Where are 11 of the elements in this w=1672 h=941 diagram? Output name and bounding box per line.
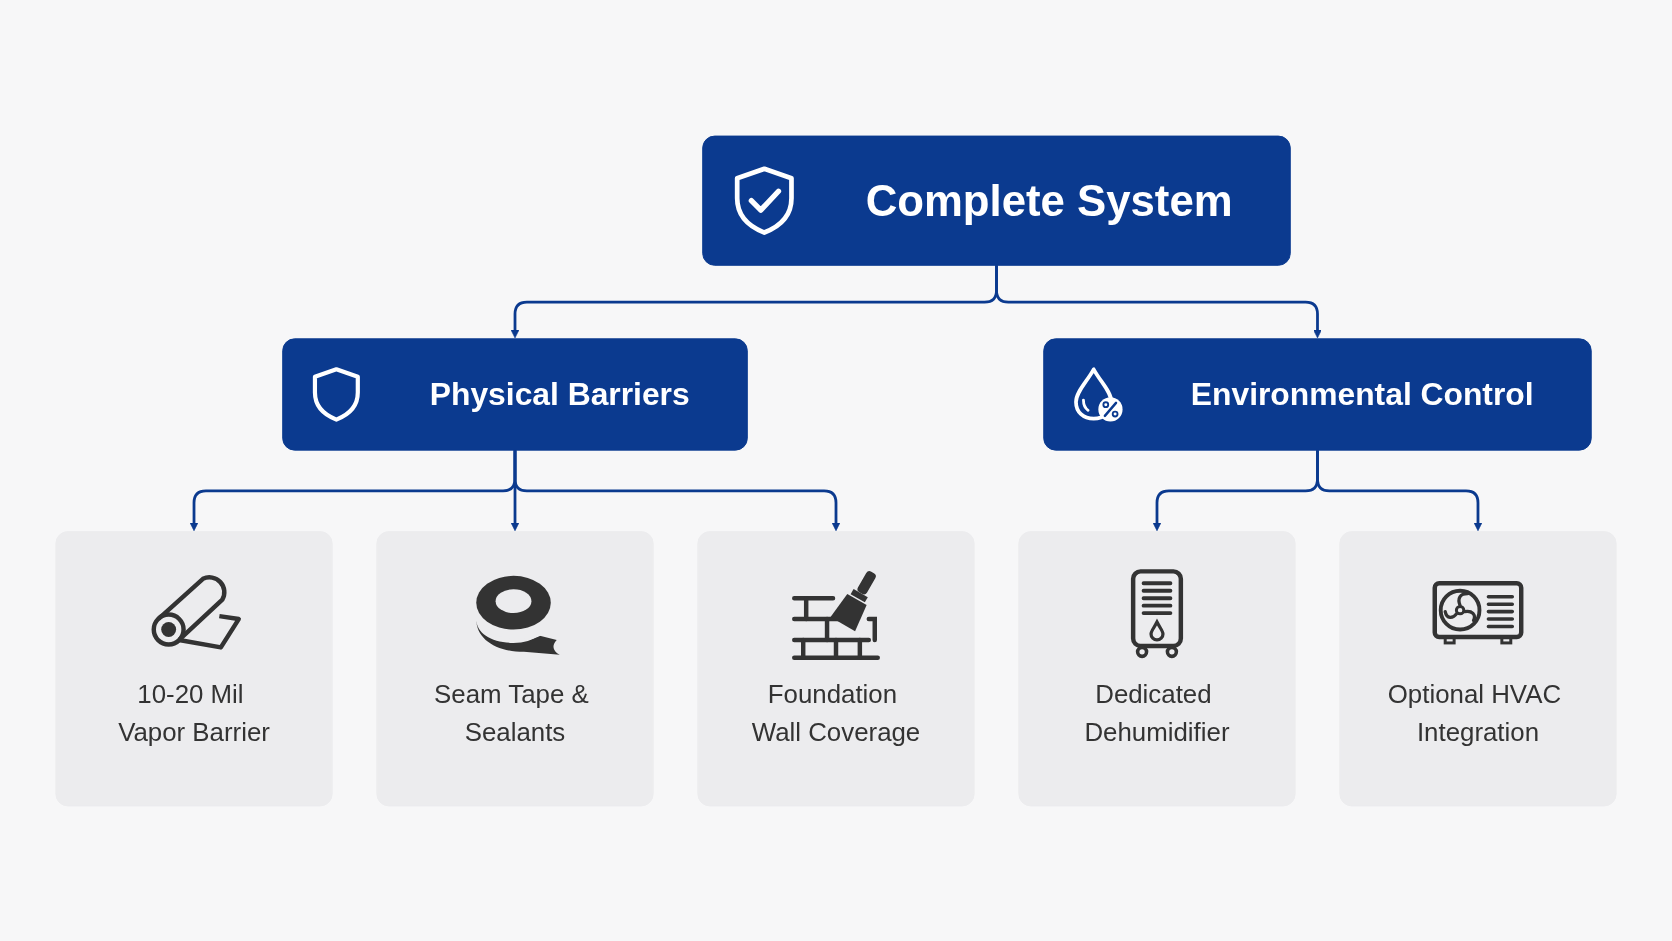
- node-box: Seam Tape & Sealants: [376, 530, 654, 806]
- arrow: [513, 449, 841, 531]
- arrow: [1316, 449, 1483, 531]
- node-box: Complete System: [702, 135, 1291, 266]
- arrow: [995, 264, 1322, 338]
- node-box: Dedicated Dehumidifier: [1018, 530, 1296, 806]
- node-box: Foundation Wall Coverage: [697, 530, 975, 806]
- node-box: Optional HVAC Integration: [1339, 530, 1617, 806]
- node-box: Environmental Control: [1043, 337, 1592, 451]
- node-box: Physical Barriers: [282, 337, 748, 451]
- node-box: 10-20 Mil Vapor Barrier: [55, 530, 333, 806]
